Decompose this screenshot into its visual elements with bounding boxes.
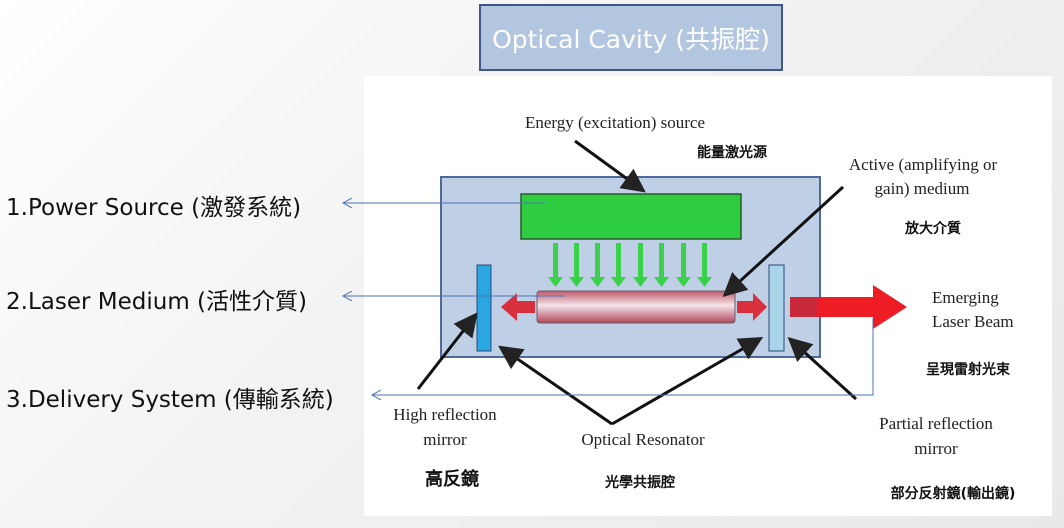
partial-reflection-mirror xyxy=(768,264,785,352)
high-reflection-mirror xyxy=(476,264,492,352)
label-delivery-system: 3.Delivery System (傳輸系統) xyxy=(6,387,334,413)
high-mirror-label-2: mirror xyxy=(423,430,467,449)
partial-mirror-label-2: mirror xyxy=(914,439,958,458)
pump-arrows xyxy=(548,243,712,287)
left-beam-arrow xyxy=(501,293,535,321)
resonator-zh: 光學共振腔 xyxy=(604,474,675,491)
connector-delivery-system xyxy=(372,318,874,395)
high-mirror-zh: 高反鏡 xyxy=(425,468,479,490)
emerging-label-2: Laser Beam xyxy=(932,312,1014,331)
emerging-zh: 呈現雷射光束 xyxy=(926,361,1011,378)
high-mirror-label-1: High reflection xyxy=(393,405,497,424)
resonator-label: Optical Resonator xyxy=(581,430,705,449)
active-medium-zh: 放大介質 xyxy=(904,220,961,237)
partial-mirror-label-1: Partial reflection xyxy=(879,414,993,433)
partial-mirror-zh: 部分反射鏡(輸出鏡) xyxy=(891,485,1016,502)
active-medium-label-2: gain) medium xyxy=(875,179,970,198)
energy-source-block xyxy=(520,193,742,240)
label-laser-medium: 2.Laser Medium (活性介質) xyxy=(6,289,307,315)
slide-title: Optical Cavity (共振腔) xyxy=(479,4,783,71)
emerging-label-1: Emerging xyxy=(932,288,999,307)
gain-medium-rod xyxy=(536,290,736,324)
label-power-source: 1.Power Source (激發系統) xyxy=(6,195,302,221)
energy-source-zh: 能量激光源 xyxy=(697,144,767,161)
active-medium-label-1: Active (amplifying or xyxy=(849,155,998,174)
right-beam-arrow xyxy=(737,293,767,321)
emerging-beam-arrow xyxy=(790,285,907,329)
energy-source-label: Energy (excitation) source xyxy=(525,113,705,132)
